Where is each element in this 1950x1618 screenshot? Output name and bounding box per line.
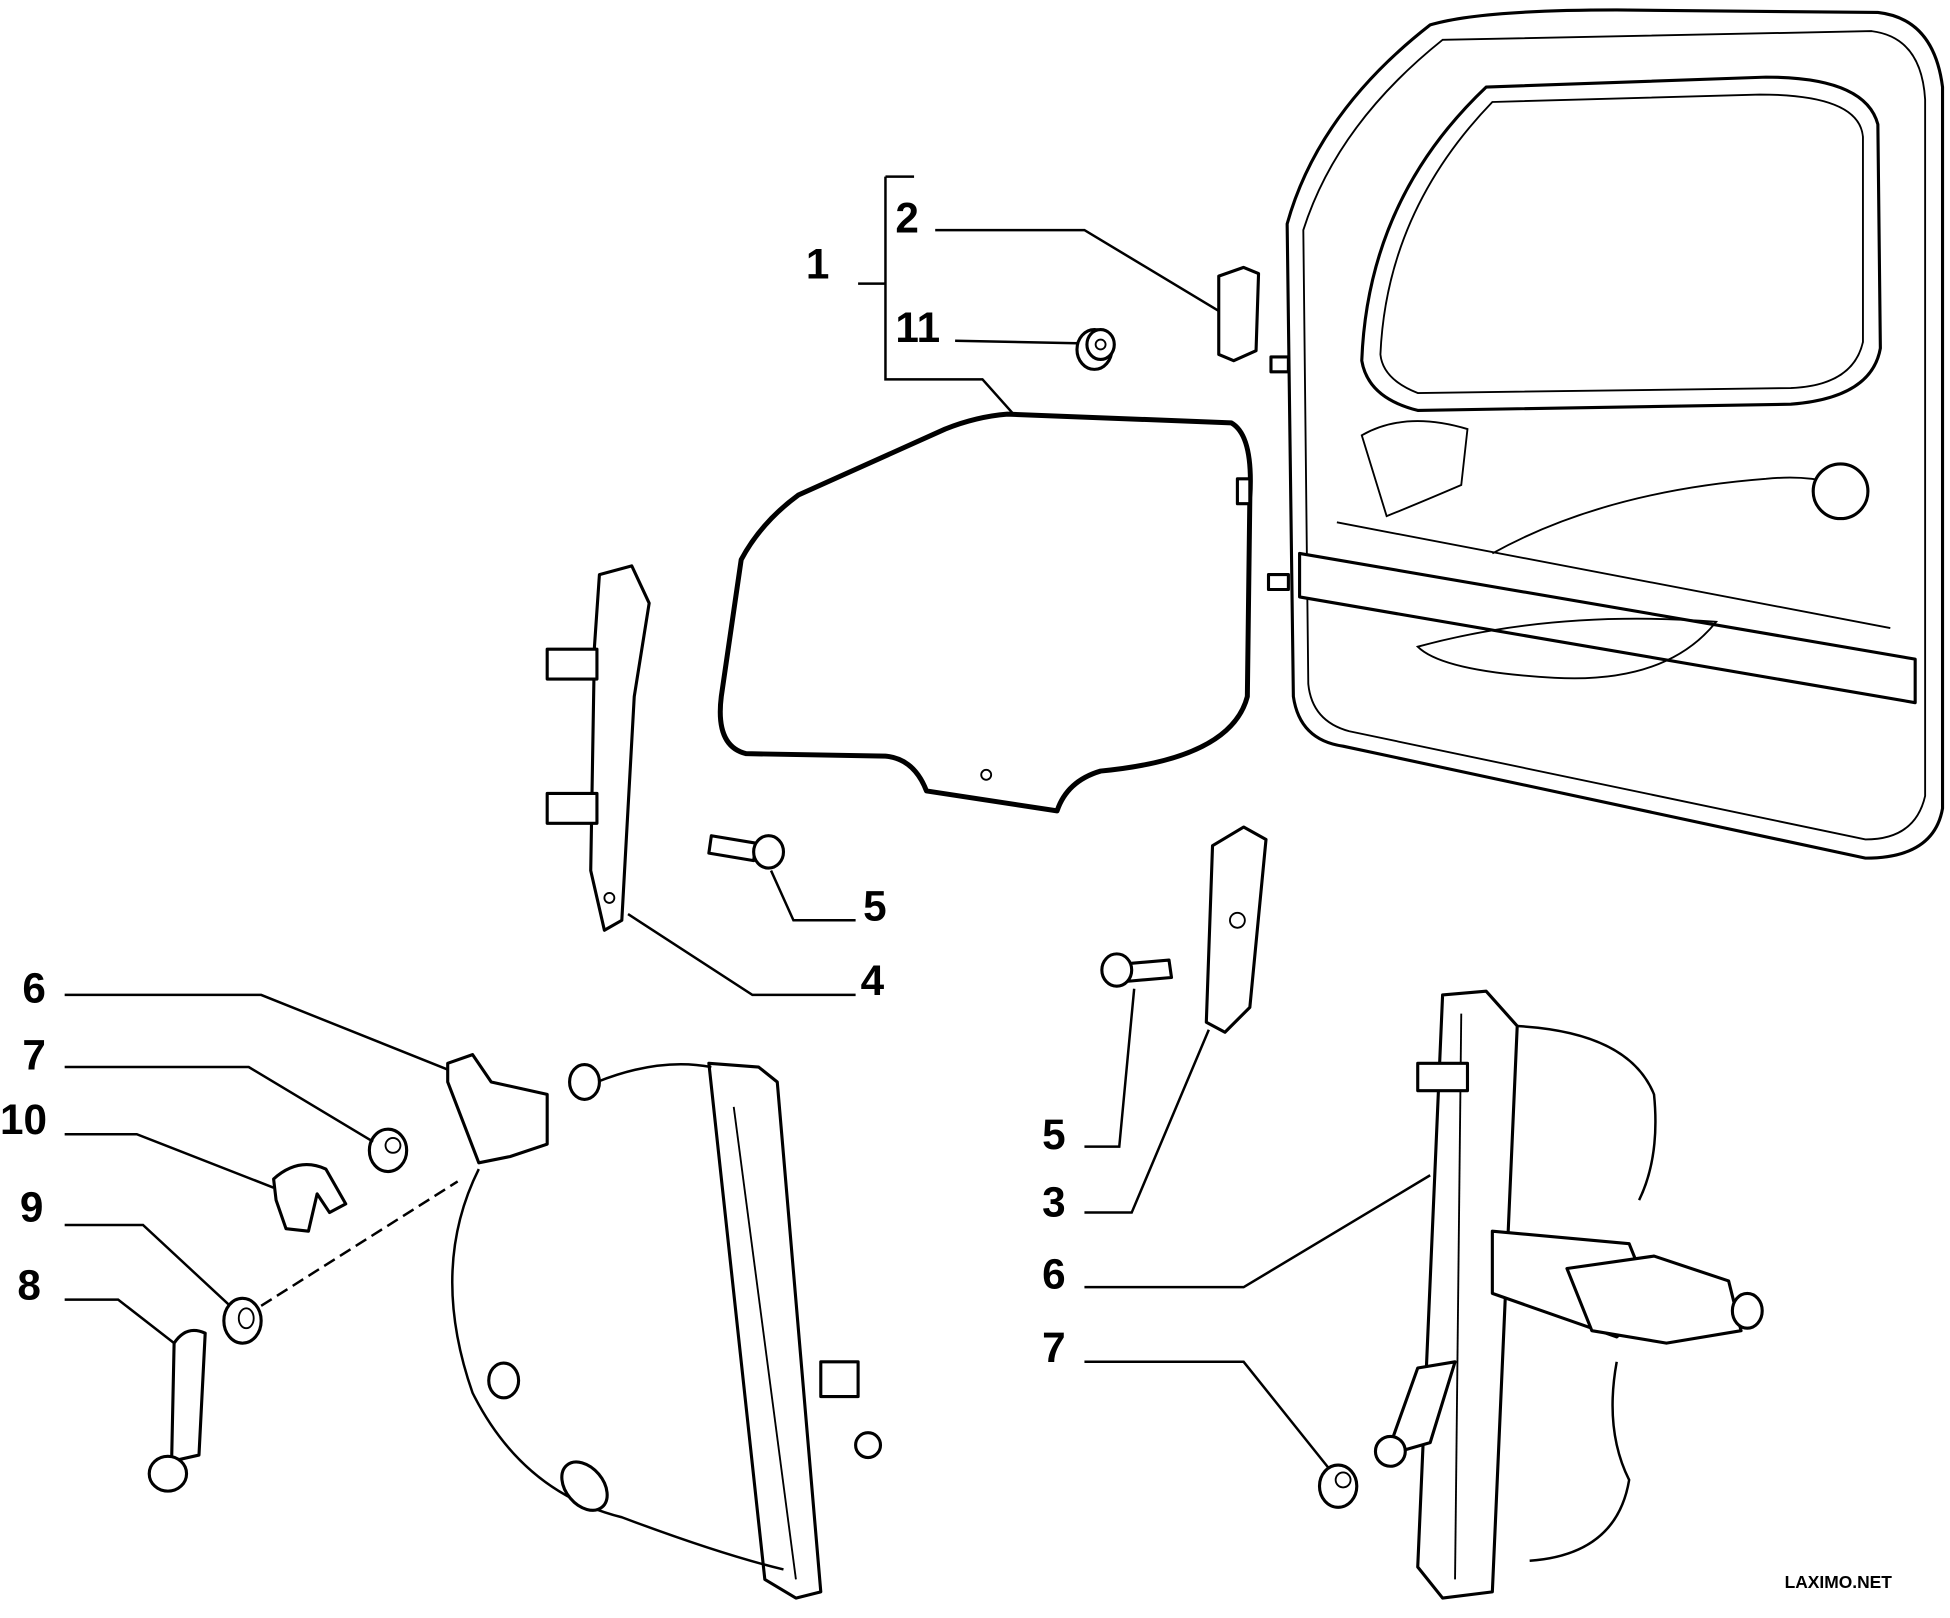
nut-right-part	[1317, 1463, 1359, 1509]
nut-left-part	[367, 1127, 409, 1174]
window-glass	[717, 411, 1253, 814]
callout-8: 8	[17, 1262, 41, 1309]
callout-3: 3	[1042, 1178, 1066, 1225]
callout-5-upper: 5	[863, 882, 887, 929]
watermark: LAXIMO.NET	[1785, 1572, 1893, 1592]
bolt-lower-part	[1100, 952, 1174, 988]
callout-1: 1	[806, 241, 830, 288]
crank-washer-part	[222, 1296, 263, 1345]
electric-regulator-part	[1373, 989, 1764, 1600]
door-shell	[1266, 8, 1945, 860]
callout-10: 10	[0, 1096, 47, 1143]
crank-clip-part	[272, 1163, 348, 1233]
callout-11: 11	[895, 304, 940, 351]
front-guide-part	[589, 564, 651, 932]
glass-hole	[980, 768, 993, 781]
callout-7-right: 7	[1042, 1324, 1066, 1371]
leader-lines	[64, 175, 1431, 1469]
callout-4: 4	[861, 957, 885, 1004]
glass-bushing-part	[1075, 328, 1116, 371]
callout-7-left: 7	[22, 1032, 46, 1079]
crank-handle-part	[147, 1328, 207, 1493]
callout-5-lower: 5	[1042, 1111, 1066, 1158]
callout-6-left: 6	[22, 964, 46, 1011]
manual-regulator-part	[446, 1053, 883, 1600]
callout-6-right: 6	[1042, 1250, 1066, 1297]
upper-clip-part	[1217, 265, 1261, 363]
rear-guide-part	[1204, 825, 1268, 1034]
bolt-upper-part	[707, 834, 786, 870]
callout-2: 2	[895, 195, 919, 242]
callout-9: 9	[20, 1183, 44, 1230]
